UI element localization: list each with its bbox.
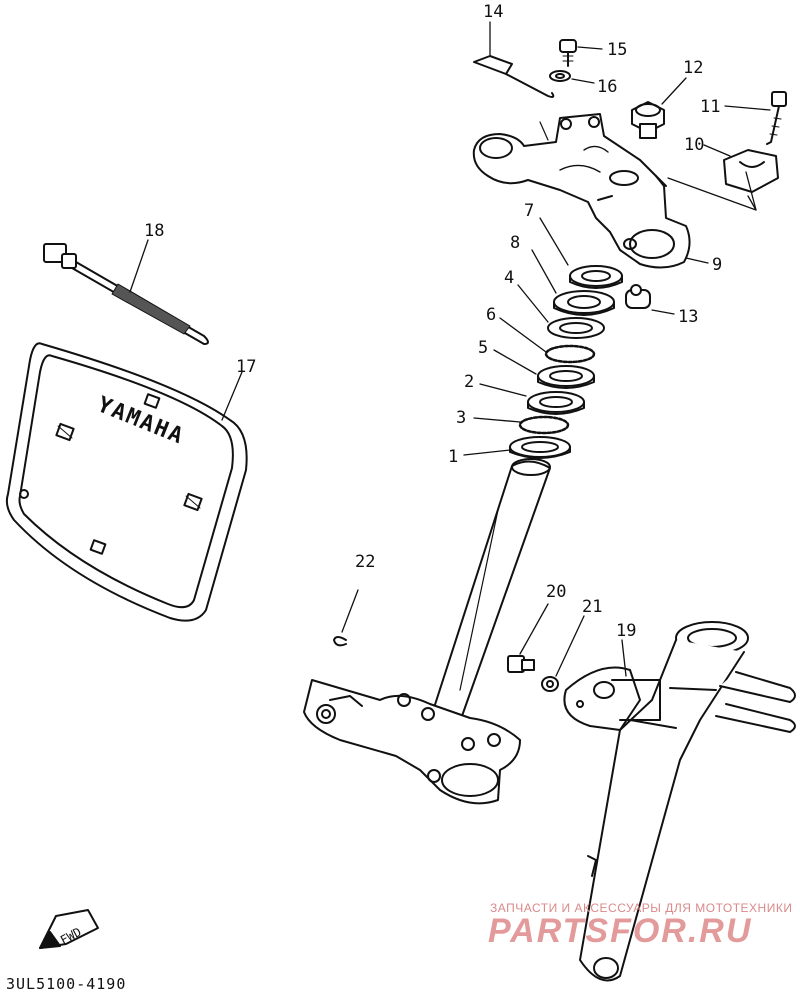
bearing-race-lower-part [463,436,571,459]
fwd-arrow-icon: FWD [39,909,99,949]
washer-part [549,70,595,84]
ball-bearing-upper-part [499,317,596,364]
callout-19: 19 [616,621,636,641]
cap-part [625,284,675,315]
callout-1: 1 [448,447,458,467]
callout-7: 7 [524,201,534,221]
callout-6: 6 [486,305,496,325]
cable-tie-part [43,239,209,345]
cap-nut-part [631,77,687,139]
bearing-cup-lower-part [479,383,585,415]
callout-8: 8 [510,233,520,253]
callout-2: 2 [464,372,474,392]
callout-9: 9 [712,255,722,275]
watermark-logo: PARTSFOR.RU [488,912,753,950]
number-plate-part [5,342,248,622]
handlebar-holder-part [703,144,779,193]
callout-11: 11 [700,97,720,117]
callout-20: 20 [546,582,566,602]
bracket-part [473,21,555,98]
callout-17: 17 [236,357,256,377]
lock-washer-part [541,615,585,692]
watermark-tagline: ЗАПЧАСТИ И АКСЕССУАРЫ ДЛЯ МОТОТЕХНИКИ [490,901,793,915]
callout-16: 16 [597,77,617,97]
flange-bolt-part [507,603,549,673]
steering-stem-part [303,458,551,805]
fork-leg-part [563,621,796,982]
diagram-code: 3UL5100-4190 [6,975,127,993]
callout-15: 15 [607,40,627,60]
bearing-cup-upper-part [493,349,595,389]
clip-part [333,589,359,647]
callout-22: 22 [355,552,375,572]
upper-bracket-part [472,113,757,269]
callout-14: 14 [483,2,503,22]
ring-nut-part [539,217,623,289]
small-bolt-part [559,39,603,67]
callout-13: 13 [678,307,698,327]
rubber-washer-part [531,249,615,316]
callout-12: 12 [683,58,703,78]
callout-10: 10 [684,135,704,155]
ball-bearing-lower-part [473,415,570,435]
callout-21: 21 [582,597,602,617]
callout-3: 3 [456,408,466,428]
callout-18: 18 [144,221,164,241]
bearing-race-upper-part [517,284,605,339]
callout-4: 4 [504,268,514,288]
callout-5: 5 [478,338,488,358]
long-bolt-part [724,91,787,145]
